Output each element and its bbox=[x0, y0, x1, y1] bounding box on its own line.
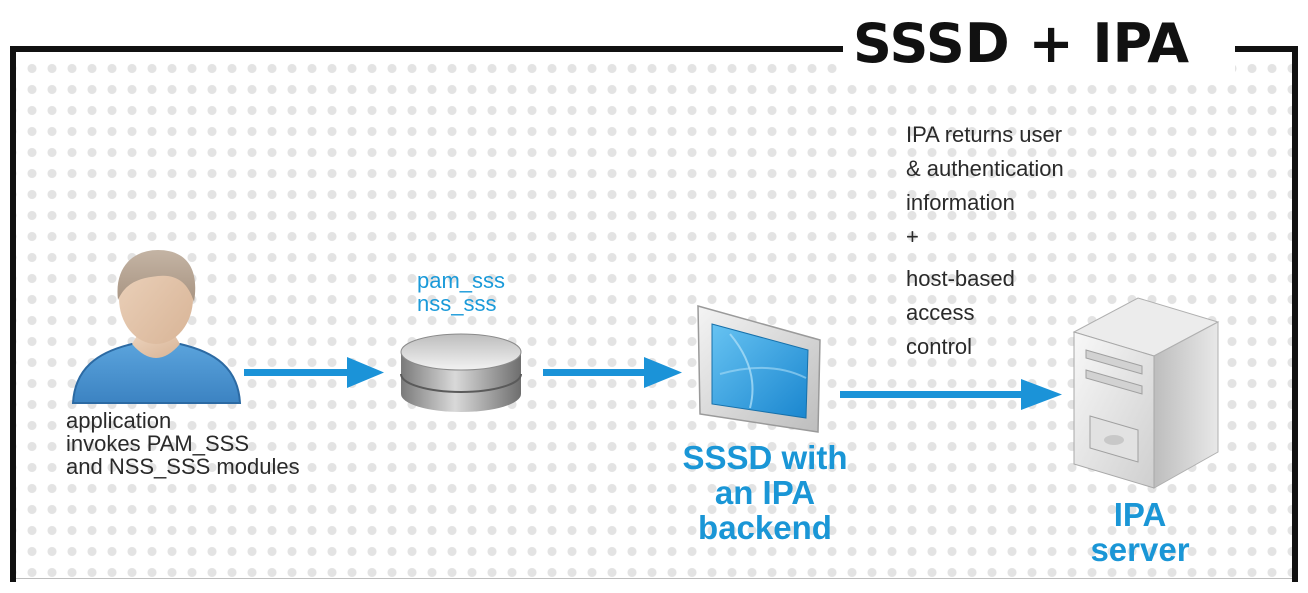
arrow-user-to-modules bbox=[244, 357, 384, 388]
ipa-info-line-5: host-based bbox=[906, 266, 1015, 291]
server-label-line-1: IPA bbox=[1113, 496, 1167, 533]
sssd-label-line-3: backend bbox=[698, 509, 832, 546]
user-caption-line-1: application bbox=[66, 408, 172, 433]
ipa-info-line-7: control bbox=[906, 334, 973, 359]
module-label-nss: nss_sss bbox=[417, 291, 497, 316]
diagram-title: SSSD + IPA bbox=[853, 12, 1189, 75]
sssd-label-line-2: an IPA bbox=[714, 474, 816, 511]
user-caption-line-3: and NSS_SSS modules bbox=[66, 454, 300, 479]
module-disk-icon bbox=[400, 333, 522, 412]
arrow-modules-to-sssd bbox=[543, 357, 682, 388]
ipa-info-line-3: information bbox=[906, 190, 1015, 215]
ipa-server-icon bbox=[1072, 297, 1220, 489]
ipa-info-line-4: + bbox=[906, 224, 919, 249]
sssd-label-line-1: SSSD with bbox=[682, 439, 848, 476]
ipa-info-line-6: access bbox=[906, 300, 975, 325]
title-box bbox=[843, 8, 1235, 84]
frame-bottom-edge bbox=[16, 578, 1292, 579]
server-label-line-2: server bbox=[1090, 531, 1190, 568]
module-label-pam: pam_sss bbox=[417, 268, 506, 293]
user-icon bbox=[71, 250, 242, 404]
diagram-frame bbox=[10, 46, 1298, 582]
ipa-info-line-2: & authentication bbox=[906, 156, 1064, 181]
ipa-info-line-1: IPA returns user bbox=[906, 122, 1063, 147]
user-caption-line-2: invokes PAM_SSS bbox=[66, 431, 250, 456]
arrow-sssd-to-server bbox=[840, 379, 1062, 410]
sssd-monitor-icon bbox=[697, 305, 821, 433]
